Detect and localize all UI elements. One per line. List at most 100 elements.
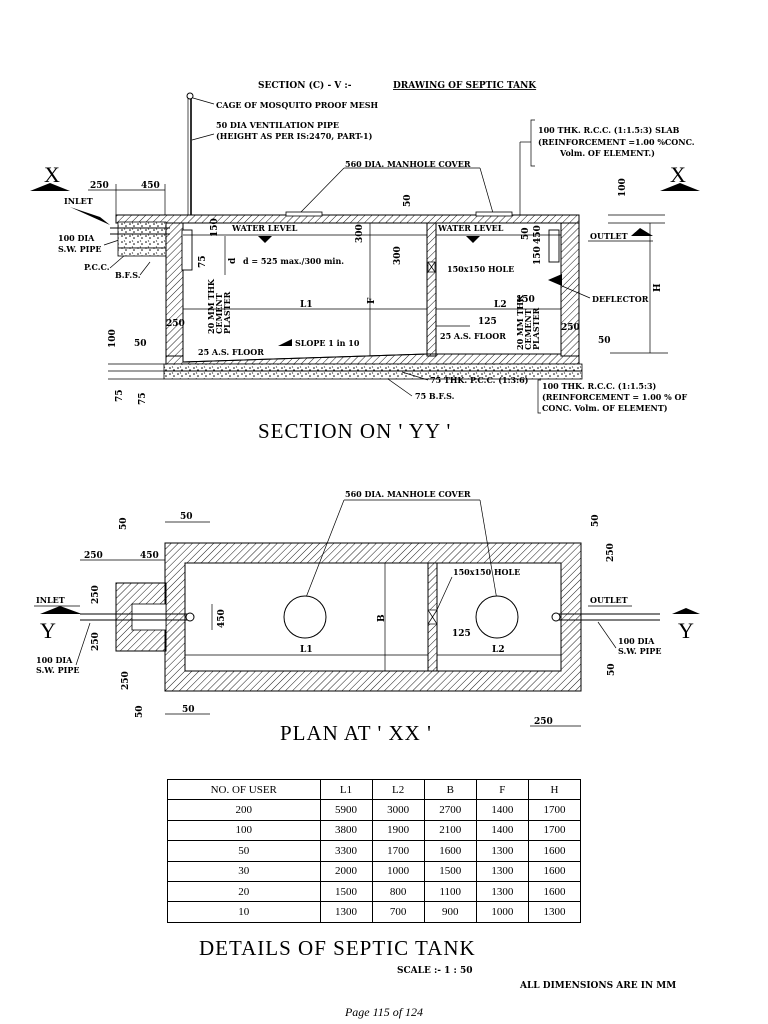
scale-label: SCALE :- 1 : 50: [397, 966, 473, 976]
cell-b: 1100: [423, 880, 477, 903]
page-number: Page 115 of 124: [344, 1005, 424, 1019]
cell-users: 10: [167, 901, 321, 923]
dim-75-a: 75: [115, 389, 125, 402]
cell-b: 2700: [423, 799, 477, 821]
dim-300-mid2: 300: [393, 246, 403, 265]
cell-users: 20: [167, 880, 321, 903]
cage-label: CAGE OF MOSQUITO PROOF MESH: [216, 100, 379, 110]
header-b: B: [423, 778, 477, 801]
plan-manhole-label: 560 DIA. MANHOLE COVER: [345, 489, 471, 499]
cell-f: 1000: [475, 901, 529, 923]
outlet-arrow-icon: [631, 228, 653, 236]
plan-dim-50-tl2: 50: [180, 512, 193, 522]
cell-l2: 1700: [371, 840, 425, 862]
inlet-arrow-icon: [70, 207, 110, 225]
cell-l1: 1500: [319, 880, 373, 903]
dim-150-right: 150: [533, 246, 543, 265]
water-level-icon-2: [466, 236, 480, 243]
plan-dim-250-bl: 250: [121, 671, 131, 690]
mosquito-cage-icon: [186, 92, 194, 100]
outlet-tee-pipe: [548, 229, 560, 263]
partition-wall: [426, 222, 437, 357]
plan-hole-label: 150x150 HOLE: [453, 567, 520, 577]
cell-f: 1400: [475, 799, 529, 821]
plan-sw-label-1: 100 DIA: [36, 655, 73, 665]
header-l1: L1: [319, 778, 373, 801]
plan-dim-250-rt: 250: [606, 543, 616, 562]
cell-l1: 3800: [319, 819, 373, 842]
f-label: F: [367, 297, 377, 304]
section-mark-x-right: X: [670, 162, 686, 187]
inlet-label: INLET: [64, 196, 93, 206]
cell-users: 200: [167, 799, 321, 821]
plan-l1-label: L1: [300, 645, 313, 655]
sw-pipe-label-2: S.W. PIPE: [58, 244, 101, 254]
cell-b: 2100: [423, 819, 477, 842]
plan-dim-50-tl: 50: [119, 517, 129, 530]
bfs-bottom-label: 75 B.F.S.: [415, 391, 455, 401]
inlet-pcc: [117, 247, 167, 257]
plan-dim-50-bl2: 50: [182, 705, 195, 715]
cell-h: 1700: [527, 799, 582, 821]
dim-50-top: 50: [403, 194, 413, 207]
section-mark-x-left: X: [44, 162, 60, 187]
cell-l1: 5900: [319, 799, 373, 821]
water-level-label-1: WATER LEVEL: [231, 223, 298, 233]
cell-users: 50: [167, 840, 321, 862]
section-arrow-right-icon: [660, 183, 700, 191]
dim-75-left: 75: [198, 255, 208, 268]
dim-100-right: 100: [618, 178, 628, 197]
slope-label: SLOPE 1 in 10: [295, 338, 360, 348]
plan-dim-450-v: 450: [217, 609, 227, 628]
outlet-label: OUTLET: [590, 231, 628, 241]
plan-l2-label: L2: [492, 645, 505, 655]
floor-label-1: 25 A.S. FLOOR: [198, 347, 264, 357]
header-h: H: [527, 778, 582, 801]
header-users: NO. OF USER: [167, 778, 321, 801]
plan-dim-50-bl: 50: [135, 705, 145, 718]
cell-l2: 1000: [371, 860, 425, 882]
l1-label: L1: [300, 300, 313, 310]
manhole-cover-2: [475, 211, 513, 217]
deflector-label: DEFLECTOR: [592, 294, 649, 304]
units-note: ALL DIMENSIONS ARE IN MM: [519, 981, 676, 991]
bfs-label: B.F.S.: [115, 270, 141, 280]
pcc-label: P.C.C.: [84, 262, 110, 272]
cell-l1: 3300: [319, 840, 373, 862]
plaster-2c: PLASTER: [531, 307, 541, 350]
cell-l2: 700: [371, 901, 425, 923]
base-note-2: (REINFORCEMENT = 1.00 % OF: [542, 392, 687, 402]
plan-sw-r-label-1: 100 DIA: [618, 636, 655, 646]
slope-arrow-icon: [278, 339, 292, 346]
l2-label: L2: [494, 300, 507, 310]
plaster-1a: 20 MM THK: [206, 278, 216, 334]
plan-dim-250-v2: 250: [91, 632, 101, 651]
cell-users: 30: [167, 860, 321, 882]
inlet-tee-pipe: [181, 229, 193, 271]
top-slab: [115, 214, 580, 224]
plan-manhole-2: [475, 595, 519, 639]
vent-pipe-label-1: 50 DIA VENTILATION PIPE: [216, 120, 339, 130]
inlet-chamber: [117, 221, 167, 249]
section-title: SECTION ON ' YY ': [258, 419, 451, 443]
details-title: DETAILS OF SEPTIC TANK: [199, 936, 476, 960]
header-f: F: [475, 778, 529, 801]
dim-450-right: 450: [533, 225, 543, 244]
water-level-label-2: WATER LEVEL: [437, 223, 504, 233]
cell-f: 1300: [475, 880, 529, 903]
plan-mark-y-left: Y: [40, 618, 56, 643]
section-heading-title: DRAWING OF SEPTIC TANK: [393, 81, 537, 91]
plan-sw-label-2: S.W. PIPE: [36, 665, 79, 675]
plan-manhole-1: [283, 595, 327, 639]
base-note-1: 100 THK. R.C.C. (1:1.5:3): [542, 381, 657, 391]
section-view: SECTION (C) - V :- DRAWING OF SEPTIC TAN…: [30, 80, 700, 443]
depth-d-label: d: [228, 257, 238, 264]
h-label: H: [653, 283, 663, 292]
plan-dim-250-br: 250: [534, 717, 553, 727]
plan-dim-50-rt: 50: [591, 514, 601, 527]
base-note-3: CONC. Volm. OF ELEMENT): [542, 403, 668, 413]
